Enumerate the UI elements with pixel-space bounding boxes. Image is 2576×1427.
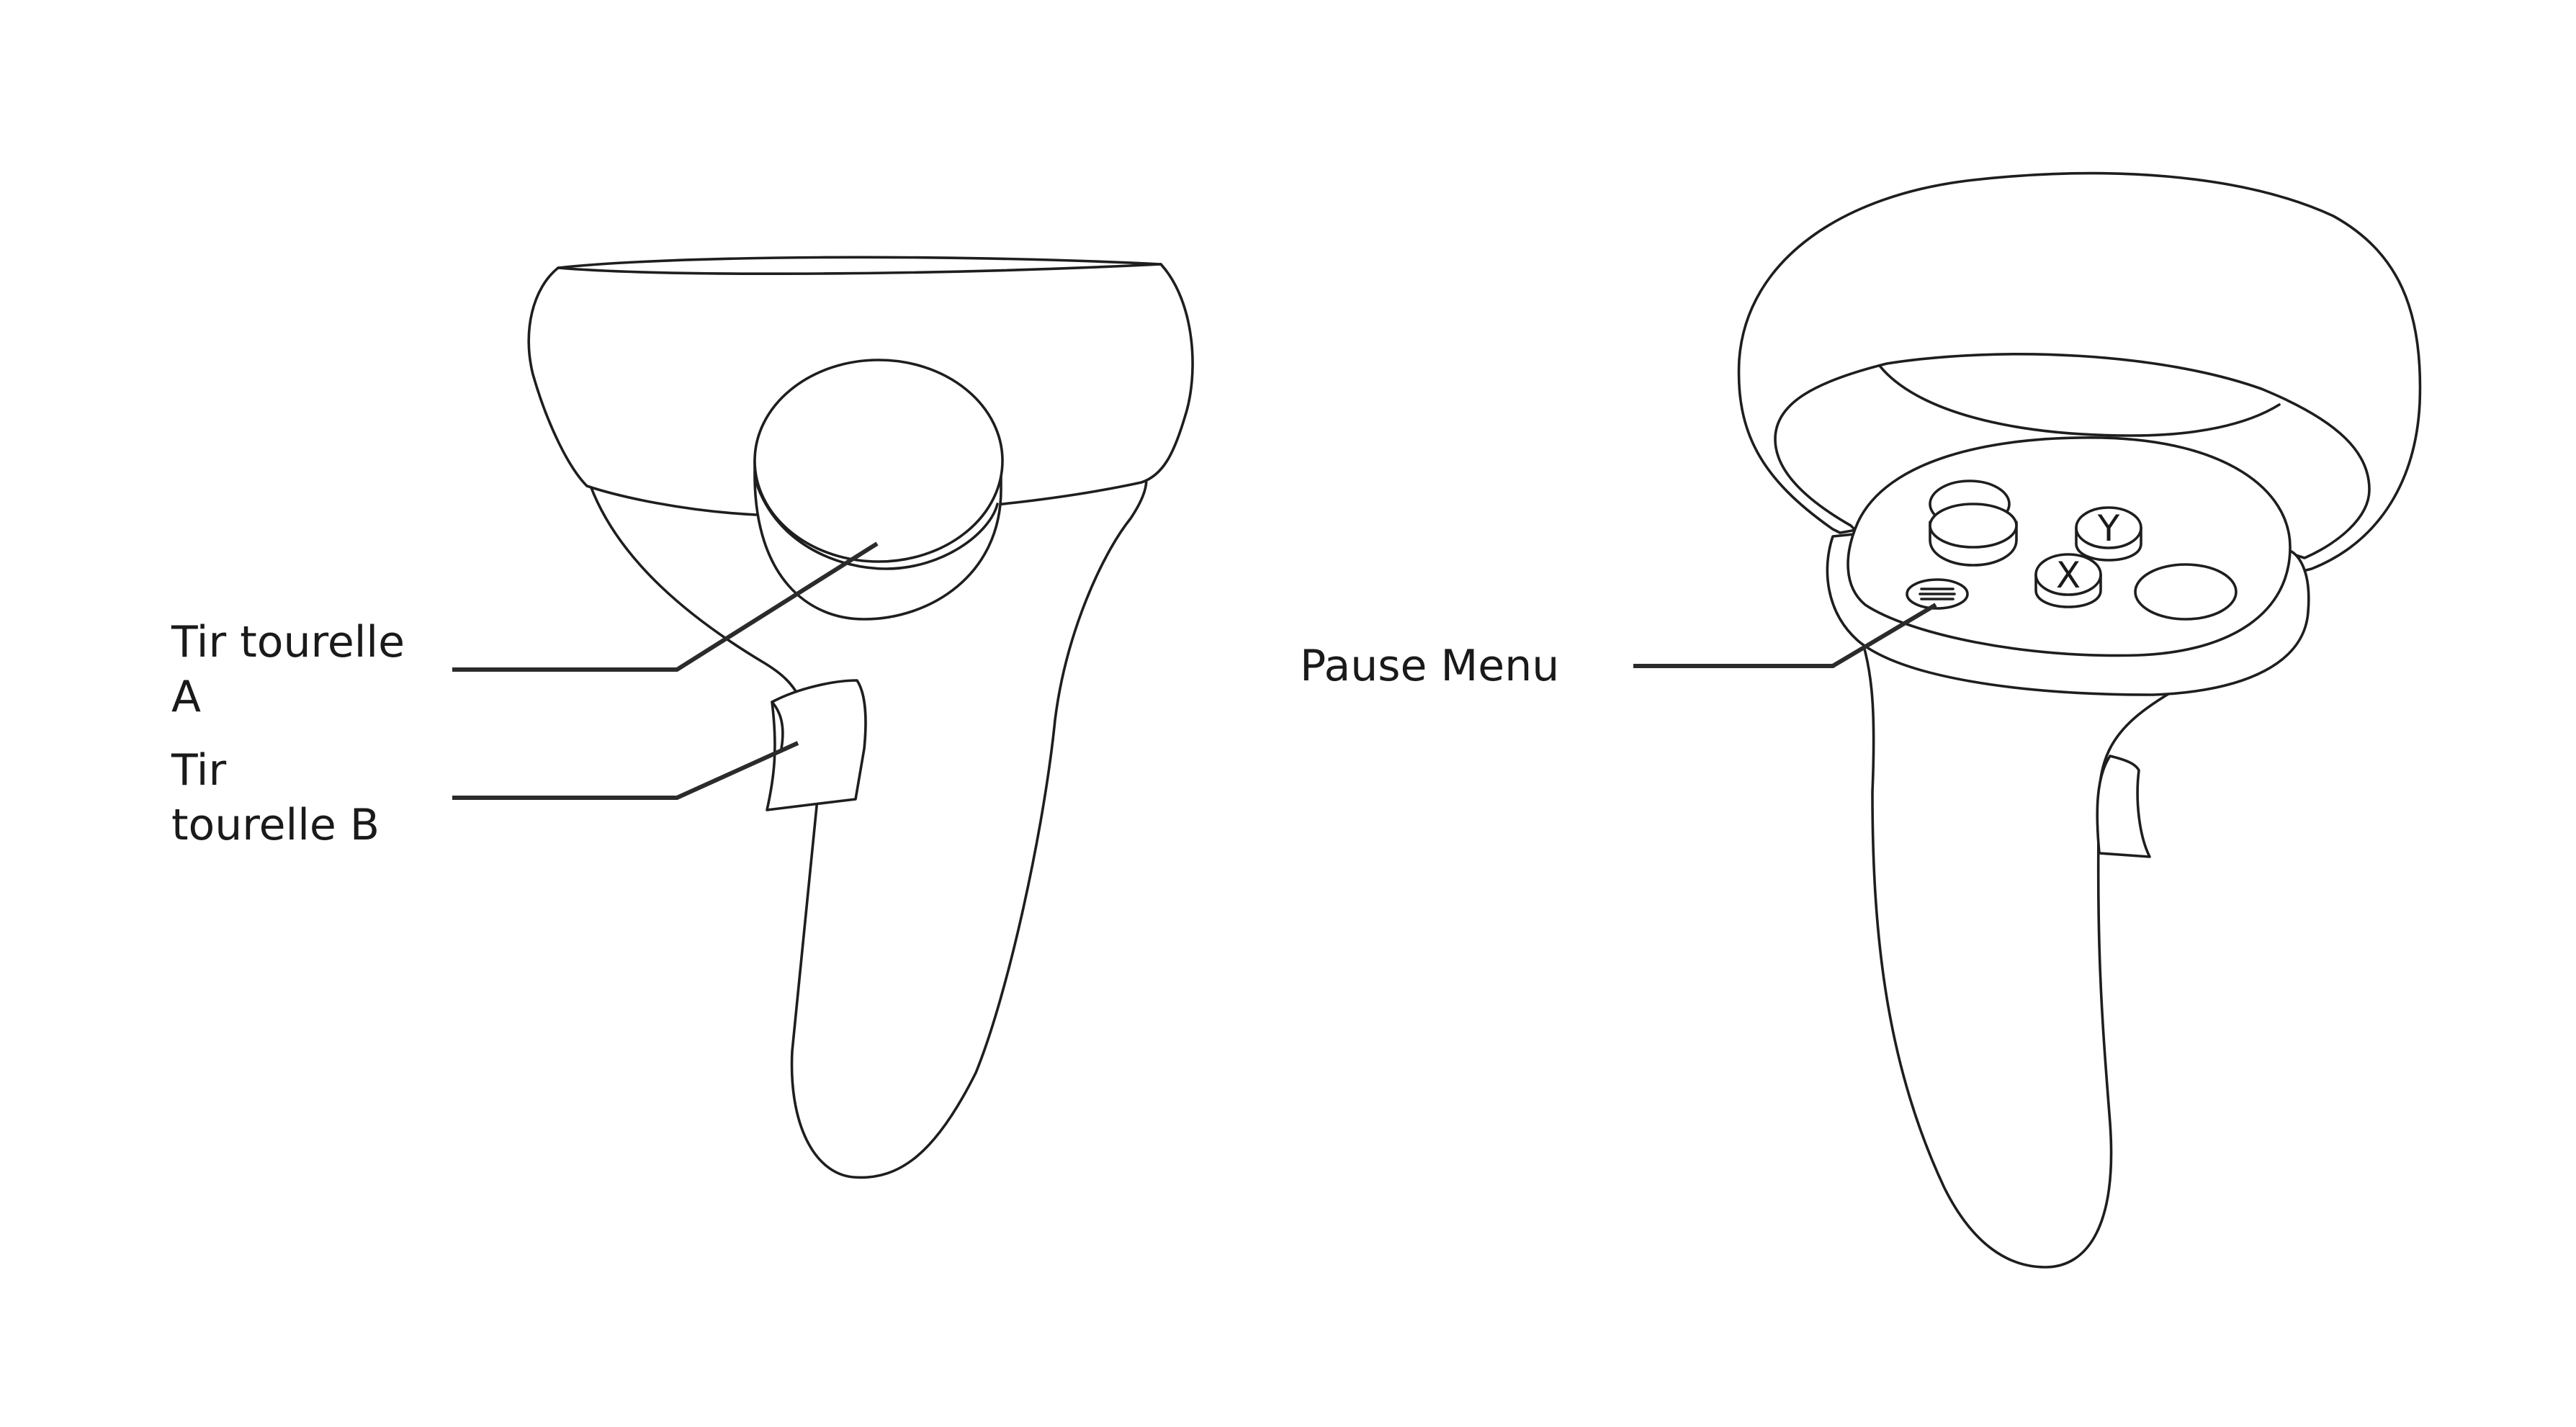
- right-controller-oval-button: [2135, 564, 2236, 619]
- leader-tir-b: [452, 743, 798, 798]
- label-tir-b-line1: Tir: [171, 745, 226, 796]
- right-controller-faceplate: [1848, 438, 2290, 656]
- label-pause-menu: Pause Menu: [1300, 641, 1559, 691]
- right-controller-grip-button: [2097, 756, 2150, 857]
- left-controller-thumbstick-cap: [755, 360, 1002, 562]
- left-controller: [529, 257, 1193, 1177]
- menu-button[interactable]: [1907, 580, 1967, 608]
- label-tir-a-line1: Tir tourelle: [171, 617, 405, 667]
- label-tir-b-line2: tourelle B: [171, 800, 380, 850]
- x-button-label: X: [2056, 554, 2081, 596]
- x-button[interactable]: X: [2036, 554, 2101, 607]
- y-button[interactable]: Y: [2076, 508, 2141, 560]
- right-controller: Y X: [1739, 174, 2420, 1267]
- right-controller-thumbstick-cap: [1930, 504, 2016, 547]
- y-button-label: Y: [2097, 508, 2120, 549]
- label-tir-a-line2: A: [171, 672, 201, 722]
